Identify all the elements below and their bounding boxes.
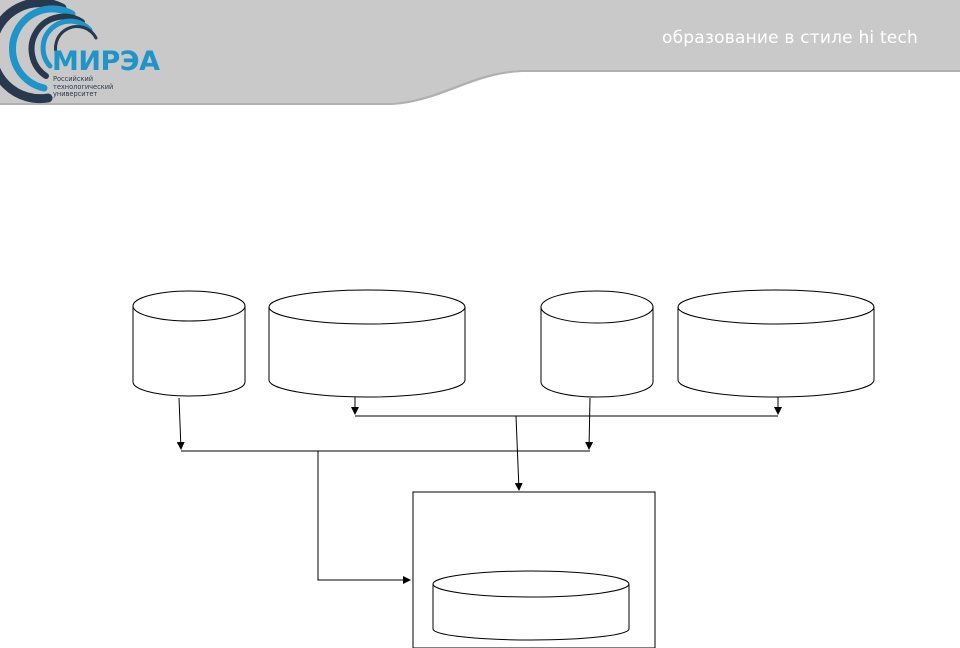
database-cylinder-3 [540, 290, 654, 398]
arrow-from-cylinder-3 [585, 397, 594, 450]
logo-subtitle-line: технологический [53, 82, 114, 91]
database-cylinder-4 [677, 289, 875, 398]
target-box [412, 491, 656, 648]
logo-subtitle: Российский технологический университет [53, 75, 143, 99]
arrow-to-target-side [317, 451, 411, 584]
database-cylinder-2 [268, 289, 466, 398]
logo-subtitle-line: Российский [53, 75, 94, 83]
header-tagline: образование в стиле hi tech [662, 28, 918, 48]
university-logo: МИРЭА Российский технологический универс… [0, 0, 170, 108]
header-background [0, 0, 960, 105]
connector-lines [176, 397, 782, 584]
logo-subtitle-line: университет [53, 90, 98, 99]
database-cylinder-1 [132, 290, 246, 397]
header-band: образование в стиле hi tech [0, 0, 960, 110]
arrow-to-target-box [514, 415, 523, 491]
logo-wordmark: МИРЭА [52, 46, 160, 77]
arrow-from-cylinder-1 [176, 397, 185, 450]
database-cylinder-target [432, 570, 630, 641]
logo-rings-icon [0, 0, 98, 104]
